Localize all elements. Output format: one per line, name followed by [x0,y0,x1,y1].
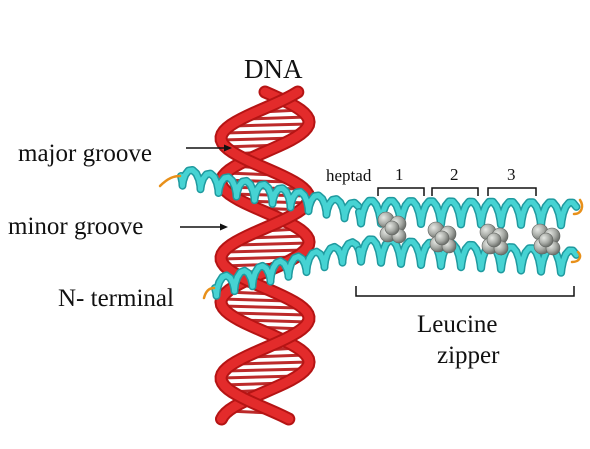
dna-title: DNA [244,54,303,84]
heptad-number-3: 3 [507,165,516,184]
protein-helix-upper-zipper [356,198,579,228]
base-pair-rung [223,248,307,254]
protein-helix-upper-basic [178,167,361,221]
leucine-cluster-1 [377,211,407,244]
leucine-zipper-label-line2: zipper [437,342,500,369]
minor-groove-label: minor groove [8,213,144,240]
n-terminal-label: N- terminal [58,285,174,312]
minor-groove-arrow [180,223,228,231]
heptad-brackets [377,187,537,196]
protein-helices [158,166,584,300]
terminal-loop-lower-left [202,286,216,300]
leucine-sphere [384,220,400,236]
arrow-right-icon [220,223,228,231]
leucine-zipper-bracket [355,286,575,297]
major-groove-label: major groove [18,140,152,167]
base-pair-rung [230,122,311,128]
base-pair-rung [234,360,311,366]
heptad-number-1: 1 [395,165,404,184]
heptad-bracket-2 [431,187,479,196]
terminal-loop-upper-right [572,198,584,216]
leucine-cluster-3 [479,223,509,256]
base-pair-rung [226,311,309,317]
protein-helix-lower-zipper [356,236,579,276]
heptad-number-2: 2 [450,165,459,184]
heptad-bracket-3 [487,187,537,196]
major-groove-arrow [186,144,232,152]
arrow-right-icon [224,144,232,152]
heptad-bracket-1 [377,187,425,196]
terminal-loop-lower-right [570,250,582,264]
base-pair-rung [232,241,311,247]
leucine-sphere [538,232,554,248]
leucine-zipper-label-line1: Leucine [417,311,498,338]
leucine-sphere [486,232,502,248]
protein-helix-lower-basic [212,239,362,299]
base-pair-rung [224,367,308,373]
leucine-side-chains [377,211,561,256]
base-pair-rung [220,304,302,310]
leucine-cluster-4 [531,223,561,256]
terminal-loop-upper-left [158,174,182,188]
base-pair-rung [222,129,306,135]
leucine-cluster-2 [427,221,457,254]
leucine-sphere [434,230,450,246]
heptad-label: heptad [326,166,372,185]
